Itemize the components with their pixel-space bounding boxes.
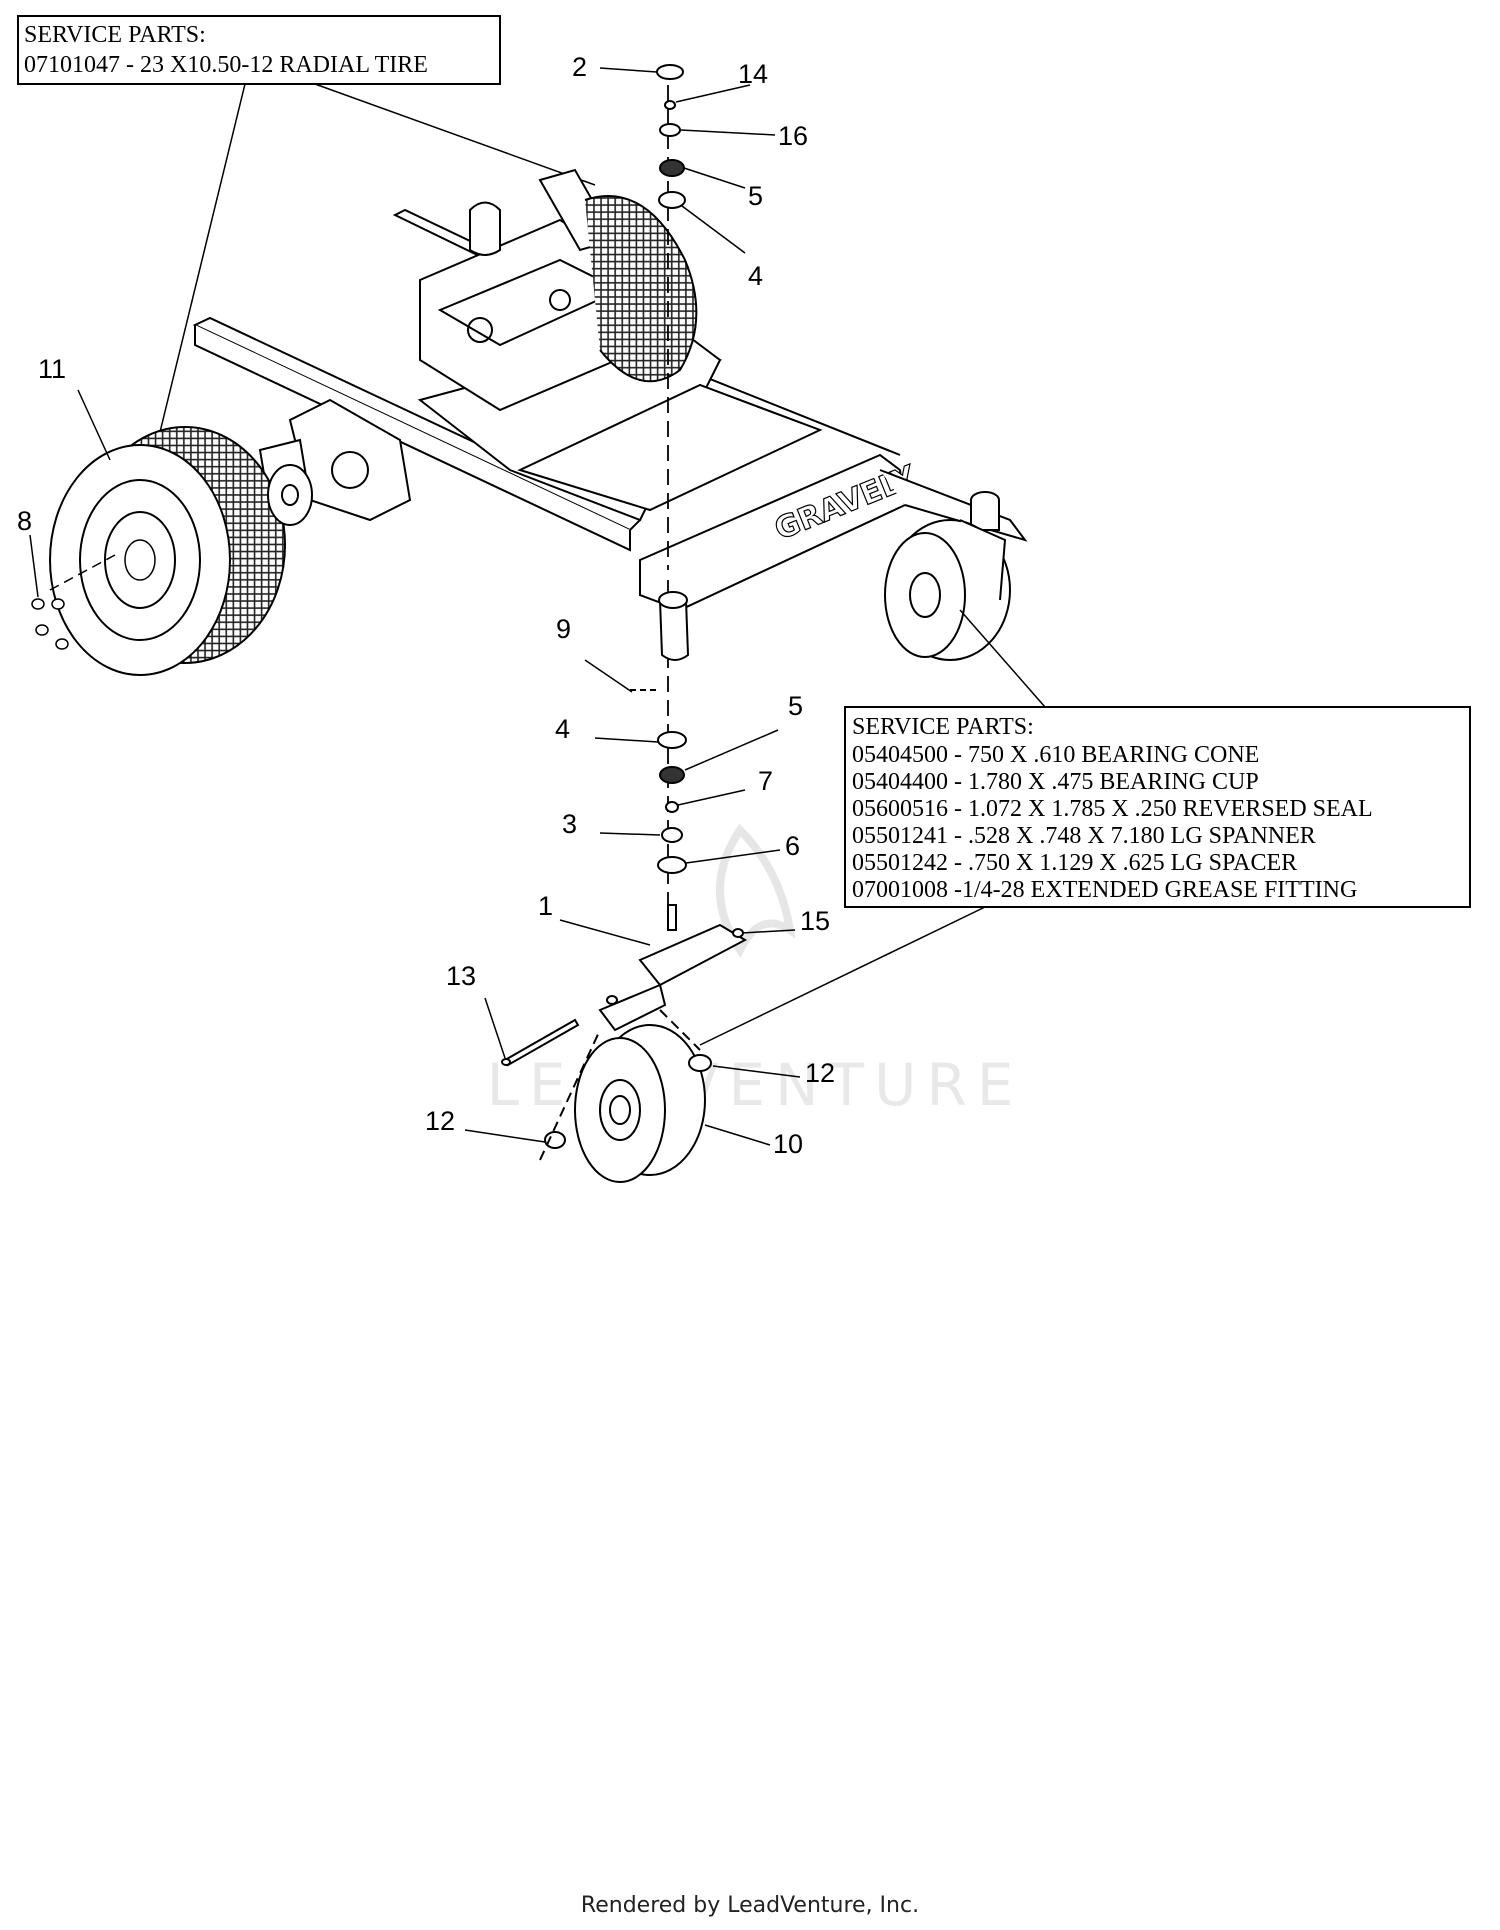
wheel-hub [267,464,313,526]
callout-6: 6 [785,831,800,861]
callout-5-top: 5 [748,181,763,211]
service-box-1-line: 07101047 - 23 X10.50-12 RADIAL TIRE [24,52,428,78]
callout-5-lower: 5 [788,691,803,721]
service-box-2-line-3: 05600516 - 1.072 X 1.785 X .250 REVERSED… [852,796,1373,822]
service-box-2-line-4: 05501241 - .528 X .748 X 7.180 LG SPANNE… [852,823,1316,849]
callout-leaders [29,67,801,1146]
svg-text:LEADVENTURE: LEADVENTURE [487,1051,1024,1119]
callout-2: 2 [572,52,587,82]
callout-14: 14 [738,59,768,89]
callout-4-lower: 4 [555,714,570,744]
footer-credit: Rendered by LeadVenture, Inc. [580,1893,920,1918]
caster-tube [630,591,690,691]
rear-right-tire [584,195,698,383]
service-box-2-header: SERVICE PARTS: [852,714,1034,740]
axle-bolt [501,1018,580,1067]
callout-7: 7 [758,766,773,796]
service-box-2-line-2: 05404400 - 1.780 X .475 BEARING CUP [852,769,1259,795]
callout-8: 8 [17,506,32,536]
callout-numbers: 2 14 16 5 4 11 8 9 4 5 7 3 6 1 15 13 12 … [17,52,835,1159]
callout-3: 3 [562,809,577,839]
rear-left-tire [49,426,286,676]
lug-nuts [31,598,69,650]
callout-12-right: 12 [805,1058,835,1088]
callout-15: 15 [800,906,830,936]
service-box-2-line-6: 07001008 -1/4-28 EXTENDED GREASE FITTING [852,877,1357,903]
callout-4-top: 4 [748,261,763,291]
service-parts-box-tire: SERVICE PARTS: 07101047 - 23 X10.50-12 R… [17,15,596,433]
service-box-1-header: SERVICE PARTS: [24,22,206,48]
callout-10: 10 [773,1129,803,1159]
lower-bearing-stack [657,731,687,874]
callout-1: 1 [538,891,553,921]
callout-13: 13 [446,961,476,991]
callout-9: 9 [556,614,571,644]
service-box-2-line-1: 05404500 - 750 X .610 BEARING CONE [852,742,1259,768]
callout-11: 11 [38,354,66,384]
front-caster-wheel [539,1009,712,1183]
top-bearing-stack [656,64,686,209]
callout-12-left: 12 [425,1106,455,1136]
service-box-2-line-5: 05501242 - .750 X 1.129 X .625 LG SPACER [852,850,1297,876]
callout-16: 16 [778,121,808,151]
caster-fork [598,904,748,1032]
service-parts-box-caster: SERVICE PARTS: 05404500 - 750 X .610 BEA… [699,609,1471,1046]
front-right-caster-wheel [884,519,1011,661]
